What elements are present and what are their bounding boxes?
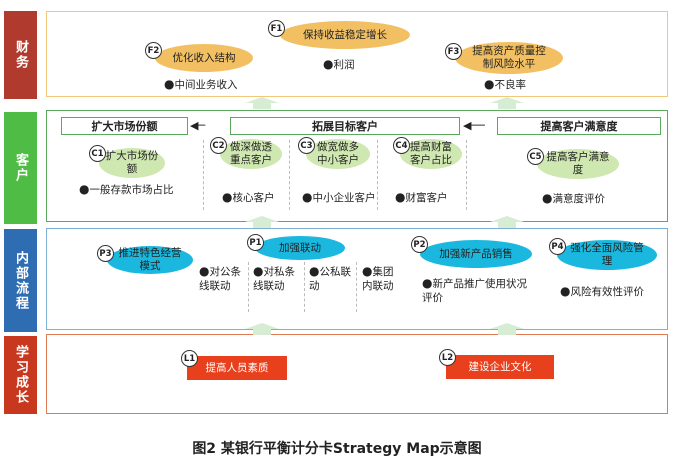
- dash-divider: [377, 140, 378, 210]
- objective-p2-label: 加强新产品销售: [439, 247, 513, 260]
- metric-p2: ●新产品推广使用状况评价: [422, 276, 527, 304]
- objective-c1: 扩大市场份额: [99, 148, 165, 178]
- metric-f2: ●中间业务收入: [164, 77, 238, 91]
- metric-c2: ●核心客户: [222, 190, 275, 204]
- objective-c4-label: 提高财富客户占比: [410, 141, 452, 166]
- badge-f2: F2: [145, 42, 162, 59]
- objective-c4: 提高财富客户占比: [400, 139, 462, 169]
- badge-c1: C1: [89, 145, 106, 162]
- objective-c3: 做宽做多中小客户: [306, 139, 370, 169]
- dash-divider: [289, 140, 290, 210]
- objective-p2: 加强新产品销售: [420, 240, 532, 268]
- metric-linkage-1: ●对公条线联动: [199, 264, 241, 292]
- objective-f3: 提高资产质量控制风险水平: [455, 42, 563, 74]
- badge-c3: C3: [298, 137, 315, 154]
- learning-panel: [46, 334, 668, 414]
- customer-header-mid: 拓展目标客户: [230, 117, 460, 135]
- badge-c2: C2: [210, 137, 227, 154]
- objective-l2-label: 建设企业文化: [468, 360, 532, 373]
- perspective-learning: 学习成长: [4, 336, 37, 414]
- badge-f3: F3: [445, 43, 462, 60]
- badge-p2: P2: [411, 236, 428, 253]
- metric-linkage-3: ●公私联动: [309, 264, 351, 292]
- badge-l1: L1: [181, 350, 198, 367]
- objective-f1-label: 保持收益稳定增长: [303, 28, 387, 41]
- objective-p1: 加强联动: [255, 236, 345, 260]
- objective-p3: 推进特色经营模式: [107, 246, 193, 274]
- up-arrow-icon: [245, 97, 279, 109]
- figure-caption: 图2 某银行平衡计分卡Strategy Map示意图: [192, 441, 482, 457]
- objective-c5-label: 提高客户满意度: [546, 151, 610, 176]
- objective-f2: 优化收入结构: [155, 44, 253, 72]
- metric-p4: ●风险有效性评价: [560, 284, 644, 298]
- objective-c5: 提高客户满意度: [537, 149, 619, 179]
- up-arrow-icon: [490, 216, 524, 228]
- dash-divider: [356, 262, 357, 312]
- objective-p1-label: 加强联动: [279, 241, 321, 254]
- objective-p4-label: 强化全面风险管理: [570, 242, 644, 267]
- objective-l1: 提高人员素质: [187, 356, 287, 380]
- badge-c5: C5: [527, 148, 544, 165]
- objective-p4: 强化全面风险管理: [557, 240, 657, 270]
- metric-c4: ●财富客户: [395, 190, 448, 204]
- objective-f3-label: 提高资产质量控制风险水平: [472, 45, 546, 70]
- badge-f1: F1: [268, 20, 285, 37]
- objective-c3-label: 做宽做多中小客户: [317, 141, 359, 166]
- objective-l2: 建设企业文化: [446, 355, 554, 379]
- objective-f1: 保持收益稳定增长: [280, 21, 410, 49]
- metric-linkage-2: ●对私条线联动: [253, 264, 295, 292]
- badge-l2: L2: [439, 349, 456, 366]
- objective-p3-label: 推进特色经营模式: [118, 247, 182, 272]
- badge-p3: P3: [97, 245, 114, 262]
- metric-f3: ●不良率: [484, 77, 526, 91]
- up-arrow-icon: [245, 216, 279, 228]
- objective-f2-label: 优化收入结构: [172, 51, 236, 64]
- dash-divider: [248, 262, 249, 312]
- objective-c2: 做深做透重点客户: [220, 139, 282, 169]
- objective-l1-label: 提高人员素质: [205, 361, 269, 374]
- badge-p1: P1: [247, 234, 264, 251]
- up-arrow-icon: [245, 323, 279, 335]
- dash-divider: [203, 140, 204, 210]
- arrow-left-icon: ◀─: [190, 119, 206, 132]
- dash-divider: [466, 140, 467, 210]
- up-arrow-icon: [490, 323, 524, 335]
- dash-divider: [304, 262, 305, 312]
- objective-c1-label: 扩大市场份额: [105, 150, 159, 175]
- customer-header-right: 提高客户满意度: [497, 117, 661, 135]
- badge-p4: P4: [549, 238, 566, 255]
- metric-c1: ●一般存款市场占比: [79, 182, 174, 196]
- arrow-left-icon: ◀──: [463, 119, 485, 132]
- perspective-customer: 客户: [4, 112, 37, 224]
- perspective-internal: 内部流程: [4, 229, 37, 332]
- metric-f1: ●利润: [323, 57, 355, 71]
- perspective-financial: 财务: [4, 11, 37, 99]
- up-arrow-icon: [490, 97, 524, 109]
- metric-linkage-4: ●集团内联动: [362, 264, 394, 292]
- customer-header-left: 扩大市场份额: [61, 117, 188, 135]
- badge-c4: C4: [393, 137, 410, 154]
- objective-c2-label: 做深做透重点客户: [230, 141, 272, 166]
- metric-c5: ●满意度评价: [542, 191, 605, 205]
- metric-c3: ●中小企业客户: [302, 190, 376, 204]
